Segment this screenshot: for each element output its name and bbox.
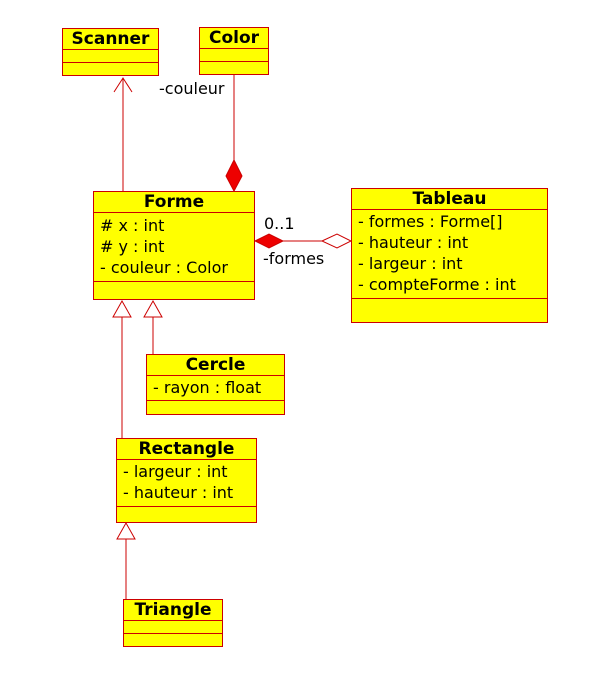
class-cercle: Cercle - rayon : float <box>146 354 285 415</box>
attribute: - largeur : int <box>358 254 463 273</box>
class-triangle: Triangle <box>123 599 223 647</box>
attribute-compartment <box>63 50 158 63</box>
attribute-compartment: - formes : Forme[] - hauteur : int - lar… <box>352 210 547 299</box>
class-name: Rectangle <box>117 439 256 460</box>
attribute-compartment <box>200 49 268 62</box>
dependency-arrowhead <box>113 77 133 93</box>
attribute-compartment: - rayon : float <box>147 376 284 401</box>
class-name: Forme <box>94 192 254 213</box>
class-color: Color <box>199 27 269 75</box>
composition-diamond-forme <box>253 233 285 249</box>
generalization-arrow-cercle <box>143 299 163 318</box>
attribute: # y : int <box>100 237 165 256</box>
attribute-compartment: # x : int # y : int - couleur : Color <box>94 213 254 282</box>
class-name: Tableau <box>352 189 547 210</box>
role-label-couleur: -couleur <box>159 79 225 98</box>
attribute: - compteForme : int <box>358 275 516 294</box>
attribute-compartment: - largeur : int - hauteur : int <box>117 460 256 507</box>
attribute-compartment <box>124 621 222 634</box>
class-name: Color <box>200 28 268 49</box>
class-name: Cercle <box>147 355 284 376</box>
attribute: - largeur : int <box>123 462 228 481</box>
class-name: Scanner <box>63 29 158 50</box>
attribute: - hauteur : int <box>123 483 234 502</box>
generalization-arrow-rectangle <box>112 299 132 318</box>
class-name: Triangle <box>124 600 222 621</box>
attribute: - couleur : Color <box>100 258 228 277</box>
class-tableau: Tableau - formes : Forme[] - hauteur : i… <box>351 188 548 323</box>
attribute: - formes : Forme[] <box>358 212 503 231</box>
attribute: - hauteur : int <box>358 233 469 252</box>
role-label-formes: -formes <box>263 249 325 268</box>
attribute: - rayon : float <box>153 378 262 397</box>
class-forme: Forme # x : int # y : int - couleur : Co… <box>93 191 255 300</box>
composition-diamond <box>225 158 243 193</box>
class-rectangle: Rectangle - largeur : int - hauteur : in… <box>116 438 257 523</box>
class-scanner: Scanner <box>62 28 159 76</box>
aggregation-diamond-tableau <box>320 233 353 249</box>
generalization-arrow-triangle <box>116 521 136 540</box>
multiplicity-label: 0..1 <box>264 214 295 233</box>
attribute: # x : int <box>100 216 165 235</box>
